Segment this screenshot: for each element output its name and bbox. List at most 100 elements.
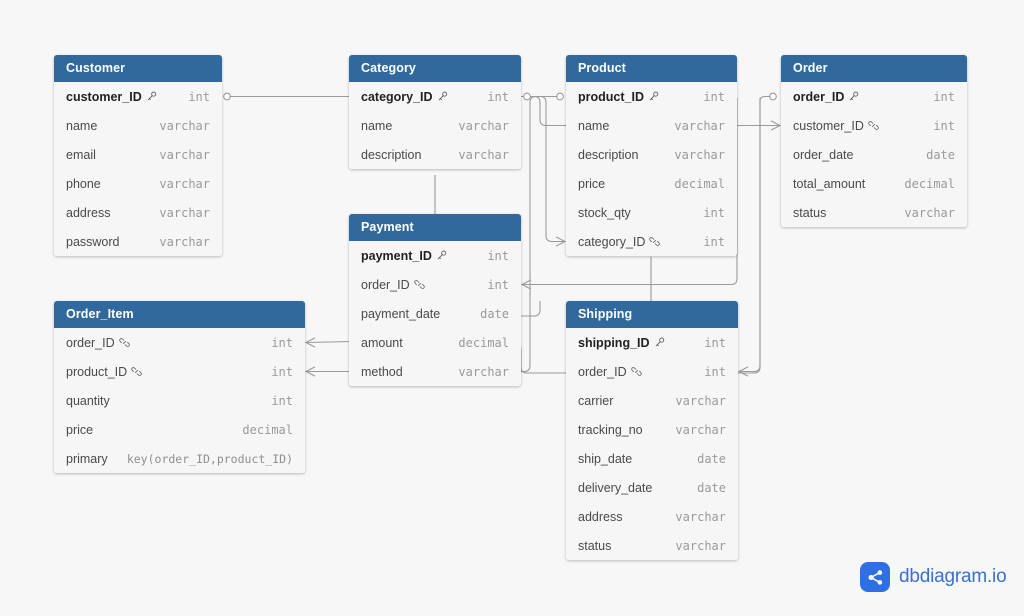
field-type: varchar xyxy=(675,393,726,408)
link-icon xyxy=(118,337,130,348)
field-name: email xyxy=(66,148,96,162)
field-type: int xyxy=(704,364,726,379)
field-type: int xyxy=(487,277,509,292)
table-field-row[interactable]: order_ID int xyxy=(349,270,521,299)
field-name-label: address xyxy=(578,509,623,524)
dbdiagram-brand[interactable]: dbdiagram.io xyxy=(860,562,1007,592)
table-header[interactable]: Order_Item xyxy=(54,301,305,328)
table-header[interactable]: Payment xyxy=(349,214,521,241)
field-name-label: method xyxy=(361,364,403,379)
field-name: stock_qty xyxy=(578,206,631,220)
field-name: phone xyxy=(66,177,101,191)
cardinality-one-marker xyxy=(523,92,531,101)
table-field-row[interactable]: category_ID int xyxy=(349,82,521,111)
field-name: delivery_date xyxy=(578,481,652,495)
field-name-label: price xyxy=(578,176,606,191)
field-name-label: address xyxy=(66,205,111,220)
field-name-label: order_ID xyxy=(793,89,845,104)
field-name-label: order_ID xyxy=(578,364,627,379)
field-type: varchar xyxy=(674,118,725,133)
field-type: decimal xyxy=(242,422,293,437)
field-name-label: status xyxy=(793,205,827,220)
table-field-row[interactable]: name varchar xyxy=(566,111,737,140)
field-type: int xyxy=(487,89,509,104)
relationship-line xyxy=(521,301,541,317)
field-name-label: customer_ID xyxy=(793,118,864,133)
field-type: int xyxy=(487,248,509,263)
field-name: order_ID xyxy=(361,278,425,292)
field-type: int xyxy=(271,364,293,379)
field-type: varchar xyxy=(458,118,509,133)
field-name: primary xyxy=(66,452,108,466)
table-field-row[interactable]: order_ID int xyxy=(566,357,738,386)
field-name: description xyxy=(361,148,421,162)
field-name: shipping_ID xyxy=(578,336,665,350)
table-header[interactable]: Shipping xyxy=(566,301,738,328)
link-icon xyxy=(413,279,425,290)
table-header[interactable]: Order xyxy=(781,55,967,82)
field-name: payment_ID xyxy=(361,249,447,263)
table-header[interactable]: Customer xyxy=(54,55,222,82)
field-name-label: customer_ID xyxy=(66,89,142,104)
key-icon xyxy=(437,91,448,102)
table-header[interactable]: Category xyxy=(349,55,521,82)
field-name: address xyxy=(66,206,110,220)
cardinality-one-marker xyxy=(556,92,564,101)
field-name-label: category_ID xyxy=(361,89,433,104)
table-field-row[interactable]: order_ID int xyxy=(781,82,967,111)
field-name-label: order_date xyxy=(793,147,854,162)
field-name-label: name xyxy=(66,118,98,133)
field-type: int xyxy=(933,89,955,104)
field-name: name xyxy=(578,119,609,133)
table-header[interactable]: Product xyxy=(566,55,737,82)
field-name: category_ID xyxy=(361,90,448,104)
field-name-label: primary xyxy=(66,451,108,466)
key-icon xyxy=(436,250,447,261)
field-type: decimal xyxy=(674,176,725,191)
table-field-row[interactable]: price decimal xyxy=(566,169,737,198)
table-field-row[interactable]: payment_ID int xyxy=(349,241,521,270)
field-name-label: shipping_ID xyxy=(578,335,650,350)
field-name-label: payment_date xyxy=(361,306,441,321)
cardinality-many-marker xyxy=(555,236,567,247)
